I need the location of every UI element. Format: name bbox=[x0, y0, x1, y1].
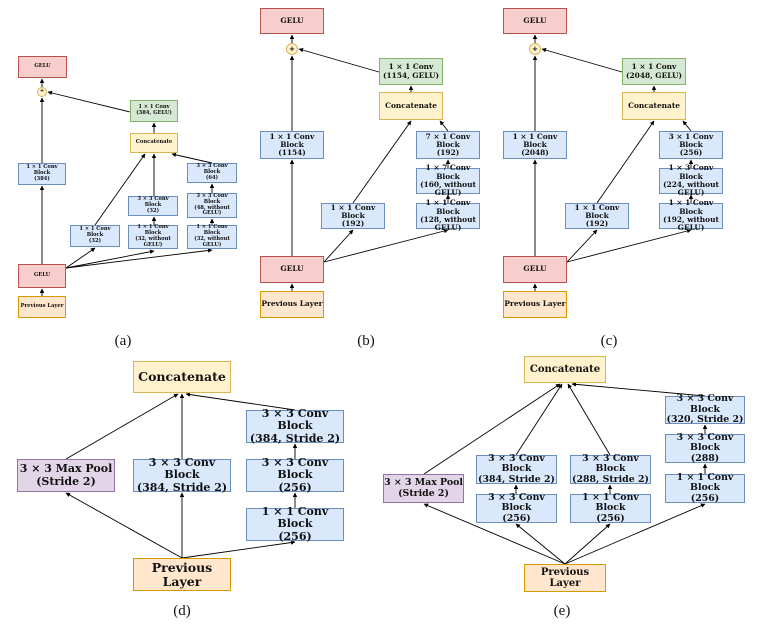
caption-a: (a) bbox=[114, 333, 132, 349]
caption-c: (c) bbox=[600, 333, 618, 349]
connector-arrow bbox=[571, 382, 706, 397]
b-gelu-input: GELU bbox=[260, 256, 324, 283]
b-conv-final: 1 × 1 Conv (1154, GELU) bbox=[379, 58, 443, 85]
d-concatenate: Concatenate bbox=[133, 361, 231, 393]
e-maxpool: 3 × 3 Max Pool (Stride 2) bbox=[383, 474, 464, 503]
c-previous-layer: Previous Layer bbox=[503, 291, 567, 318]
connector-arrow bbox=[682, 120, 692, 132]
c-b3-conv1: 1 × 1 Conv Block (192, without GELU) bbox=[659, 199, 723, 232]
connector-arrow bbox=[65, 393, 179, 460]
a-gelu-input: GELU bbox=[18, 264, 66, 288]
connector-arrow bbox=[323, 228, 449, 263]
e-b3-conv2: 3 × 3 Conv Block (288, Stride 2) bbox=[570, 453, 651, 485]
c-add-node: + bbox=[529, 43, 541, 55]
b-b3-conv1: 1 × 1 Conv Block (128, without GELU) bbox=[416, 199, 480, 232]
d-b3-conv1: 1 × 1 Conv Block (256) bbox=[246, 505, 344, 542]
b-b3-conv3: 7 × 1 Conv Block (192) bbox=[416, 131, 480, 159]
b-concatenate: Concatenate bbox=[379, 92, 443, 120]
b-add-node: + bbox=[286, 43, 298, 55]
connector-arrow bbox=[566, 229, 598, 263]
connector-arrow bbox=[323, 229, 354, 263]
connector-arrow bbox=[352, 120, 412, 204]
connector-arrow bbox=[185, 392, 296, 411]
d-maxpool: 3 × 3 Max Pool (Stride 2) bbox=[17, 459, 115, 492]
connector-arrow bbox=[423, 383, 561, 475]
c-b2-conv1: 1 × 1 Conv Block (192) bbox=[565, 203, 629, 229]
connector-arrow bbox=[564, 503, 706, 565]
a-previous-layer: Previous Layer bbox=[18, 296, 66, 318]
connector-arrow bbox=[65, 247, 96, 269]
d-b3-conv3: 3 × 3 Conv Block (384, Stride 2) bbox=[246, 407, 344, 444]
caption-e: (e) bbox=[553, 603, 571, 619]
connector-arrow bbox=[541, 47, 623, 73]
c-b3-conv3: 3 × 1 Conv Block (256) bbox=[659, 131, 723, 159]
a-add-node: + bbox=[37, 87, 47, 97]
connector-arrow bbox=[171, 152, 213, 164]
b-branch-1x1: 1 × 1 Conv Block (1154) bbox=[260, 131, 324, 159]
a-b3-conv1: 1 × 1 Conv Block (32, without GELU) bbox=[128, 224, 178, 249]
connector-arrow bbox=[65, 248, 213, 269]
a-b4-conv3: 3 × 3 Conv Block (64) bbox=[187, 163, 237, 183]
a-concatenate: Concatenate bbox=[130, 133, 178, 153]
connector-arrow bbox=[515, 523, 566, 565]
e-b4-conv2: 3 × 3 Conv Block (288) bbox=[665, 432, 745, 464]
caption-d: (d) bbox=[173, 603, 191, 619]
e-b4-conv1: 1 × 1 Conv Block (256) bbox=[665, 472, 745, 504]
caption-b: (b) bbox=[357, 333, 375, 349]
a-b4-conv1: 1 × 1 Conv Block (32, without GELU) bbox=[187, 224, 237, 249]
connector-arrow bbox=[567, 383, 611, 456]
c-gelu-input: GELU bbox=[503, 256, 567, 283]
connector-arrow bbox=[423, 503, 566, 565]
b-b3-conv2: 1 × 7 Conv Block (160, without GELU) bbox=[416, 164, 480, 197]
e-previous-layer: Previous Layer bbox=[524, 564, 606, 592]
b-previous-layer: Previous Layer bbox=[260, 291, 324, 318]
connector-arrow bbox=[566, 228, 692, 263]
connector-arrow bbox=[94, 153, 146, 226]
e-b2-conv1: 3 × 3 Conv Block (256) bbox=[476, 492, 557, 524]
a-conv-final: 1 × 1 Conv (384, GELU) bbox=[130, 100, 178, 122]
b-gelu-output: GELU bbox=[260, 8, 324, 34]
a-b2-conv1: 1 × 1 Conv Block (32) bbox=[70, 225, 120, 247]
d-b3-conv2: 3 × 3 Conv Block (256) bbox=[246, 456, 344, 493]
connector-arrow bbox=[298, 47, 380, 73]
connector-arrow bbox=[181, 540, 296, 559]
connector-arrow bbox=[65, 249, 155, 269]
c-b3-conv2: 1 × 3 Conv Block (224, without GELU) bbox=[659, 164, 723, 197]
connector-arrow bbox=[439, 120, 449, 132]
connector-arrow bbox=[65, 492, 183, 559]
c-concatenate: Concatenate bbox=[622, 92, 686, 120]
e-concatenate: Concatenate bbox=[524, 356, 606, 383]
e-b3-conv1: 1 × 1 Conv Block (256) bbox=[570, 492, 651, 524]
connector-arrow bbox=[596, 120, 655, 204]
c-branch-1x1: 1 × 1 Conv Block (2048) bbox=[503, 131, 567, 159]
a-gelu-output: GELU bbox=[18, 56, 67, 78]
connector-arrow bbox=[515, 383, 563, 456]
d-previous-layer: Previous Layer bbox=[133, 558, 231, 591]
c-conv-final: 1 × 1 Conv (2048, GELU) bbox=[622, 58, 686, 85]
c-gelu-output: GELU bbox=[503, 8, 567, 34]
a-b4-conv2: 3 × 3 Conv Block (48, without GELU) bbox=[187, 193, 237, 218]
connector-arrow bbox=[564, 523, 611, 565]
a-b3-conv2: 3 × 3 Conv Block (32) bbox=[128, 196, 178, 216]
a-branch-1x1: 1 × 1 Conv Block (384) bbox=[18, 163, 66, 185]
connector-arrow bbox=[47, 90, 131, 113]
e-b4-conv3: 3 × 3 Conv Block (320, Stride 2) bbox=[665, 393, 745, 426]
d-conv-mid: 3 × 3 Conv Block (384, Stride 2) bbox=[133, 456, 231, 493]
b-b2-conv1: 1 × 1 Conv Block (192) bbox=[321, 203, 385, 229]
e-b2-conv2: 3 × 3 Conv Block (384, Stride 2) bbox=[476, 453, 557, 485]
